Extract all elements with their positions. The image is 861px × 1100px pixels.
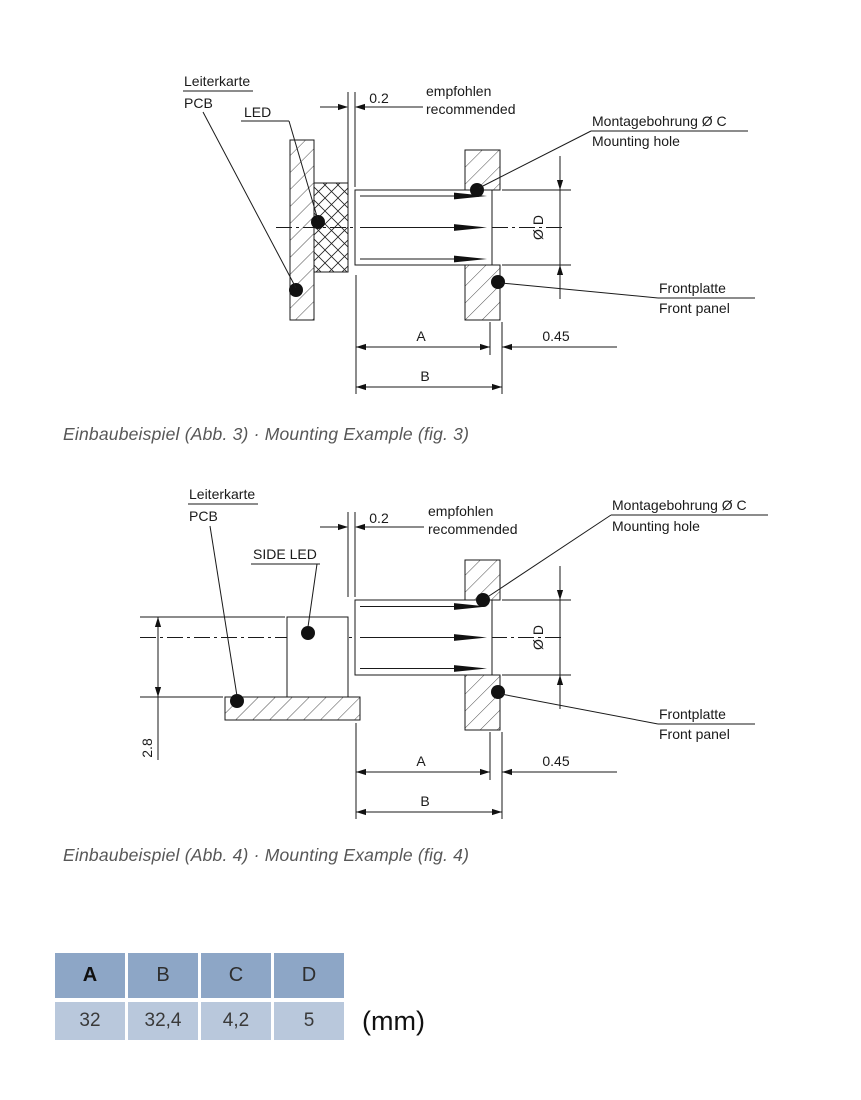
- label-front-panel-en: Front panel: [659, 300, 730, 316]
- front-panel-upper: [464, 149, 501, 191]
- label-front-panel-de: Frontplatte: [659, 280, 726, 296]
- pcb-callout-dot: [289, 283, 303, 297]
- label-dim-b: B: [420, 793, 429, 809]
- label-side-led: SIDE LED: [253, 546, 317, 562]
- table-header-d: D: [274, 953, 344, 998]
- table-header-row: A B C D: [55, 953, 344, 998]
- figure-3-drawing: Leiterkarte PCB LED 0.2 empfohlen recomm…: [183, 73, 755, 394]
- front-panel-lower: [464, 264, 501, 321]
- label-front-panel-en: Front panel: [659, 726, 730, 742]
- leader-lines: [183, 90, 755, 299]
- table-value-row: 32 32,4 4,2 5: [55, 1002, 344, 1040]
- label-gap: 0.2: [369, 90, 389, 106]
- label-recommended-de: empfohlen: [428, 503, 493, 519]
- label-gap: 0.2: [369, 510, 389, 526]
- table-value-c: 4,2: [201, 1002, 271, 1040]
- label-panel-thickness: 0.45: [542, 753, 569, 769]
- table-header-b: B: [128, 953, 198, 998]
- table-value-d: 5: [274, 1002, 344, 1040]
- leader-lines: [188, 503, 768, 725]
- callout-dots: [230, 593, 505, 708]
- label-panel-thickness: 0.45: [542, 328, 569, 344]
- mounting-hole-callout-dot: [470, 183, 484, 197]
- label-led-axis-height: 2.8: [139, 738, 155, 758]
- label-mounting-hole-en: Mounting hole: [592, 133, 680, 149]
- led-callout-dot: [311, 215, 325, 229]
- led-pins: [360, 192, 487, 263]
- table-header-c: C: [201, 953, 271, 998]
- label-dim-a: A: [416, 328, 426, 344]
- figure-4-drawing: Leiterkarte PCB SIDE LED 0.2 empfohlen r…: [139, 486, 768, 819]
- side-led-callout-dot: [301, 626, 315, 640]
- label-dim-a: A: [416, 753, 426, 769]
- label-pcb-de: Leiterkarte: [184, 73, 250, 89]
- label-mounting-hole-en: Mounting hole: [612, 518, 700, 534]
- led-pins: [360, 603, 487, 672]
- label-pcb-de: Leiterkarte: [189, 486, 255, 502]
- mounting-hole-callout-dot: [476, 593, 490, 607]
- label-pcb-en: PCB: [184, 95, 213, 111]
- label-led: LED: [244, 104, 271, 120]
- front-panel-callout-dot: [491, 275, 505, 289]
- front-panel-lower: [464, 674, 501, 731]
- front-panel-callout-dot: [491, 685, 505, 699]
- label-hole-diameter: Ø D: [530, 625, 546, 650]
- label-pcb-en: PCB: [189, 508, 218, 524]
- dimension-lines: [320, 92, 617, 394]
- label-recommended-de: empfohlen: [426, 83, 491, 99]
- label-recommended-en: recommended: [426, 101, 516, 117]
- callout-dots: [289, 183, 505, 297]
- label-recommended-en: recommended: [428, 521, 518, 537]
- label-hole-diameter: Ø D: [530, 215, 546, 240]
- dimension-table: A B C D 32 32,4 4,2 5: [55, 953, 344, 1044]
- figure-3-caption: Einbaubeispiel (Abb. 3) · Mounting Examp…: [63, 424, 470, 444]
- unit-label: (mm): [362, 1006, 425, 1036]
- side-led-body: [286, 616, 349, 698]
- table-value-b: 32,4: [128, 1002, 198, 1040]
- label-dim-b: B: [420, 368, 429, 384]
- dimension-lines: [140, 512, 617, 819]
- pcb-plate: [224, 696, 361, 721]
- figure-4-caption: Einbaubeispiel (Abb. 4) · Mounting Examp…: [63, 845, 470, 865]
- pcb-callout-dot: [230, 694, 244, 708]
- table-value-a: 32: [55, 1002, 125, 1040]
- label-front-panel-de: Frontplatte: [659, 706, 726, 722]
- label-mounting-hole-de: Montagebohrung Ø C: [592, 113, 727, 129]
- label-mounting-hole-de: Montagebohrung Ø C: [612, 497, 747, 513]
- table-header-a: A: [55, 953, 125, 998]
